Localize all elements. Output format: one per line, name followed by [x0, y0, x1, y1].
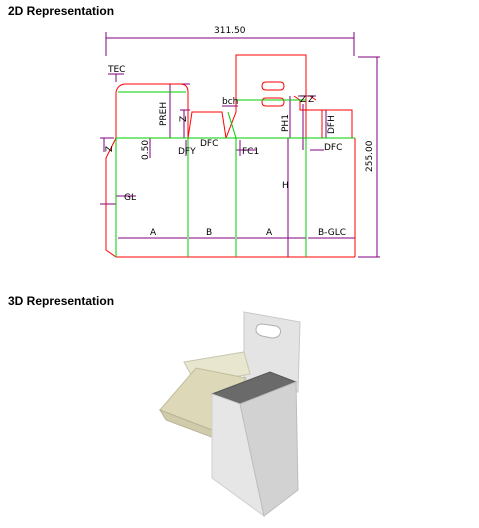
label-bch: bch [222, 97, 238, 107]
section-title-2d: 2D Representation [8, 4, 115, 18]
overall-width-label: 311.50 [214, 26, 246, 36]
label-dfc-right: DFC [324, 143, 342, 153]
label-a2: A [266, 228, 273, 238]
box-side-face [239, 381, 299, 517]
label-z-top2: Z [308, 95, 314, 105]
label-dfc-left: DFC [200, 139, 218, 149]
label-h: H [282, 181, 289, 191]
label-b: B [206, 228, 212, 238]
fold-lines [115, 91, 355, 257]
label-dfh: DFH [327, 115, 337, 134]
label-z-left: Z [105, 146, 115, 152]
label-tec: TEC [107, 65, 125, 75]
hanger-hole [255, 323, 281, 339]
label-v-side: 0.50 [141, 140, 151, 160]
section-title-3d: 3D Representation [8, 294, 115, 308]
label-b-glc: B-GLC [318, 228, 346, 238]
label-a1: A [150, 228, 157, 238]
overall-height-label: 255.00 [365, 140, 375, 172]
label-z-top1: Z [300, 95, 306, 105]
box-3d-render [158, 311, 301, 518]
label-fc1: FC1 [242, 147, 259, 157]
label-gl: GL [124, 193, 136, 203]
label-dfy: DFY [178, 147, 196, 157]
label-preh: PREH [159, 102, 169, 126]
label-ph1: PH1 [281, 114, 291, 132]
label-z-left-flap: Z [179, 116, 189, 122]
